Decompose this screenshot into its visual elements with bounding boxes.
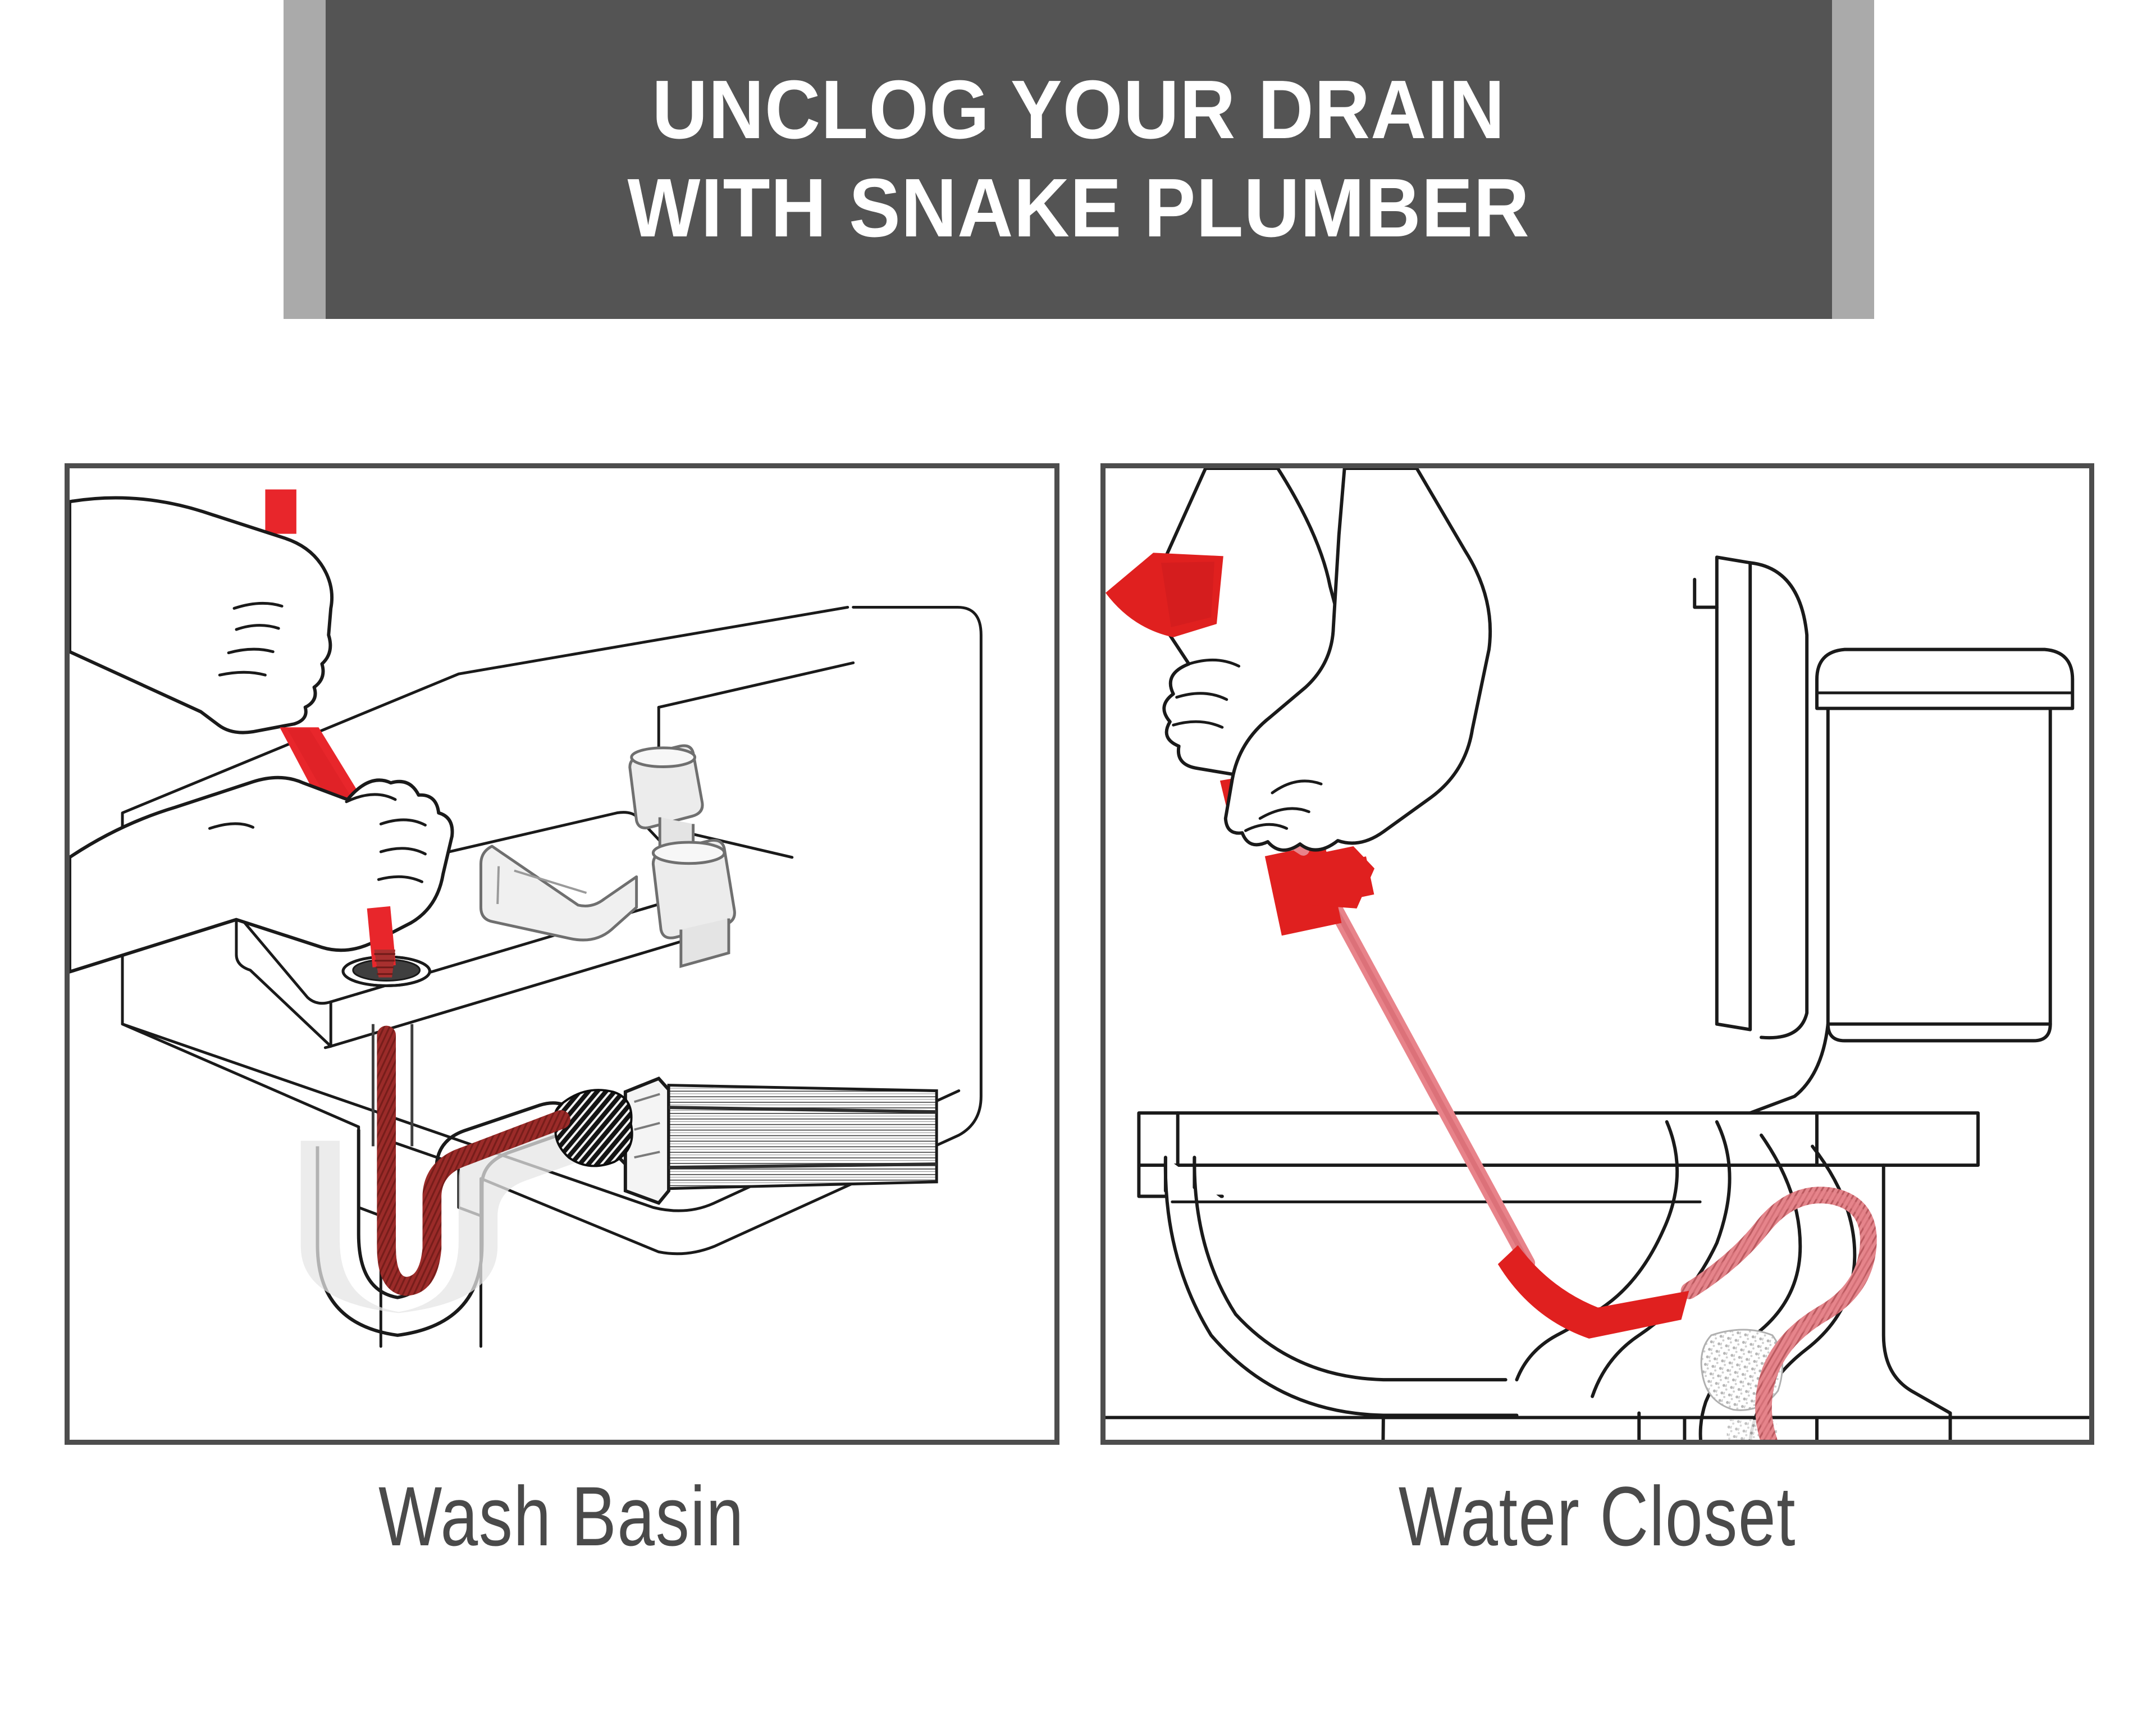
slip-nut [623,1076,671,1205]
waste-arm-pipe [667,1084,938,1190]
soil-pipe-assembly [1683,1416,1819,1440]
toilet-fixture [1106,555,2089,1440]
red-auger-crank-handle[interactable] [1106,553,1223,637]
lower-hand-guiding-snake-cable [70,775,454,974]
red-auger-shaft [1318,883,1536,1271]
wash-basin-illustration [70,489,983,1348]
illustration-panel-water-closet [1100,463,2094,1445]
banner-plate: UNCLOG YOUR DRAIN WITH SNAKE PLUMBER [326,0,1832,319]
red-snake-cable-into-drain [367,906,396,978]
upper-hand-gripping-snake-handle [70,496,334,734]
lower-hand-on-auger-shaft [1223,468,1492,852]
header-banner: UNCLOG YOUR DRAIN WITH SNAKE PLUMBER [284,0,1874,319]
page-title-line-1: UNCLOG YOUR DRAIN [652,63,1506,157]
faucet-spout [479,845,638,942]
auger-lower-red-collar [1294,846,1375,909]
auger-bend-tip [1497,1245,1689,1339]
page-title-line-2: WITH SNAKE PLUMBER [627,162,1531,254]
auger-cable-in-trapway [1680,1186,1877,1440]
red-snake-coil-in-trap [377,1025,570,1296]
p-trap-cutaway-assembly [300,1024,938,1337]
illustration-panel-wash-basin [65,463,1059,1445]
toilet-tank-lid[interactable] [1815,647,2075,710]
clog-blockage [554,1089,633,1167]
toilet-seat-lid[interactable] [1693,555,1809,1040]
faucet-assembly [479,744,736,969]
faucet-cold-handle[interactable] [651,838,736,969]
water-closet-illustration [1106,468,2089,1440]
toilet-tank [1826,706,2052,1043]
caption-wash-basin: Wash Basin [378,1469,744,1563]
caption-water-closet: Water Closet [1398,1469,1797,1563]
faucet-hot-handle[interactable] [628,744,704,859]
